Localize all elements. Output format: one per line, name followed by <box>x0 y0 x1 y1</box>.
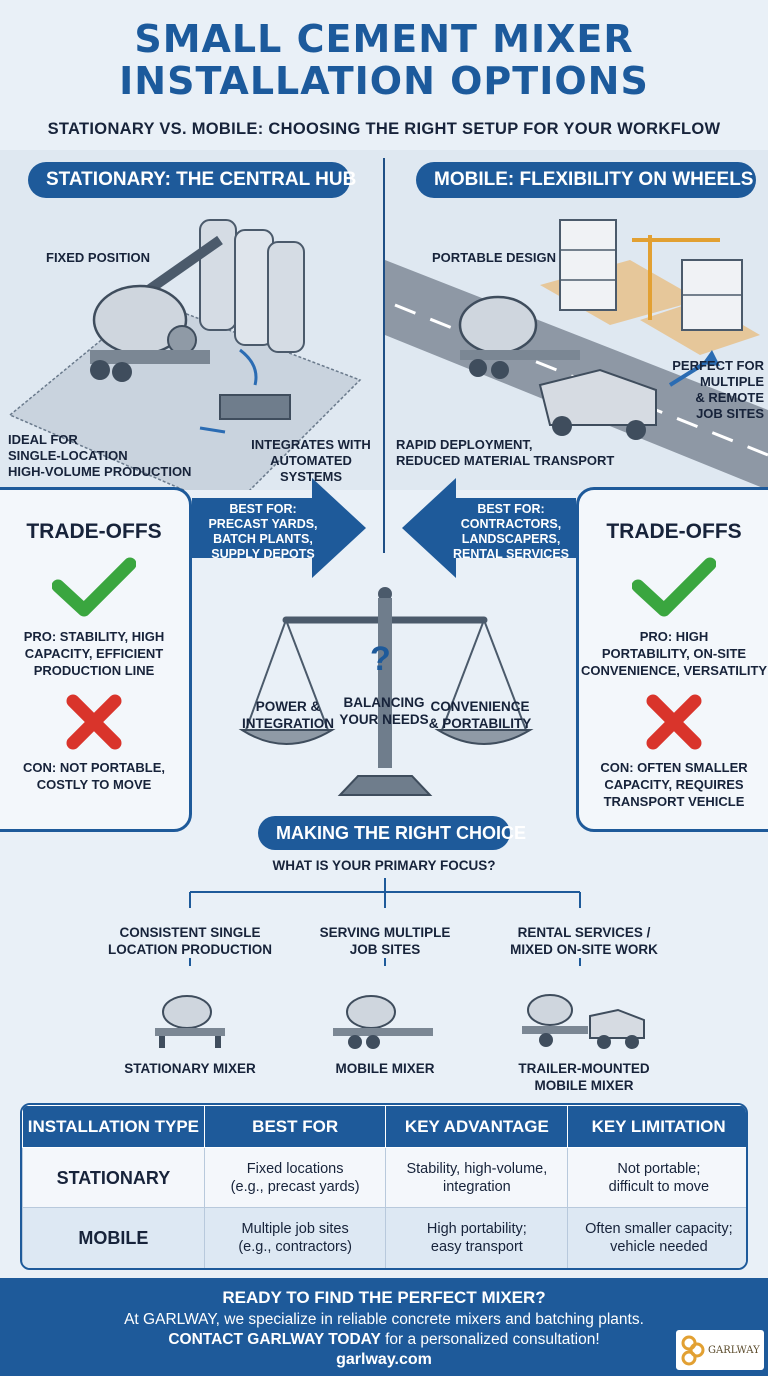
mobile-con: CON: OFTEN SMALLER CAPACITY, REQUIRES TR… <box>600 760 748 809</box>
label-ideal-for: IDEAL FOR SINGLE-LOCATION HIGH-VOLUME PR… <box>8 432 192 479</box>
table-row: STATIONARY Fixed locations (e.g., precas… <box>22 1147 746 1208</box>
building-2 <box>681 259 743 331</box>
stationary-con: CON: NOT PORTABLE, COSTLY TO MOVE <box>22 760 166 792</box>
trailer-mixer-icon <box>522 994 645 1049</box>
mobile-heading: MOBILE: FLEXIBILITY ON WHEELS <box>416 162 756 198</box>
stationary-pro: PRO: STABILITY, HIGH CAPACITY, EFFICIENT… <box>23 629 165 678</box>
label-integrates: INTEGRATES WITH AUTOMATED SYSTEMS <box>251 437 371 484</box>
cross-icon <box>66 694 122 750</box>
arrow-right-icon <box>192 478 366 578</box>
check-icon <box>52 557 136 617</box>
label-rapid-deployment: RAPID DEPLOYMENT, REDUCED MATERIAL TRANS… <box>396 437 615 468</box>
table-header: BEST FOR <box>203 1105 387 1148</box>
table-cell: Stability, high-volume, integration <box>385 1147 568 1208</box>
scale-question-mark: ? <box>370 640 391 678</box>
stationary-tradeoffs-panel: TRADE-OFFS PRO: STABILITY, HIGH CAPACITY… <box>0 487 192 832</box>
choice-option-2-result: MOBILE MIXER <box>335 1061 435 1076</box>
mobile-pro: PRO: HIGH PORTABILITY, ON-SITE CONVENIEN… <box>580 629 768 678</box>
check-icon <box>632 557 716 617</box>
page-title: SMALL CEMENT MIXER INSTALLATION OPTIONS <box>0 18 768 102</box>
building-1 <box>559 219 617 311</box>
footer-cta-bold[interactable]: CONTACT GARLWAY TODAY <box>168 1331 381 1348</box>
choice-question: WHAT IS YOUR PRIMARY FOCUS? <box>272 858 496 873</box>
footer-url[interactable]: garlway.com <box>336 1351 432 1368</box>
table-cell: MOBILE <box>22 1207 205 1268</box>
title-line-2: INSTALLATION OPTIONS <box>119 59 649 103</box>
label-portable-design: PORTABLE DESIGN <box>432 250 556 265</box>
table-cell: STATIONARY <box>22 1147 205 1208</box>
label-fixed-position: FIXED POSITION <box>46 250 151 265</box>
logo-icon <box>681 1335 705 1366</box>
scale-right-label: CONVENIENCE & PORTABILITY <box>428 699 532 731</box>
table-row: MOBILE Multiple job sites (e.g., contrac… <box>22 1207 746 1268</box>
page-subtitle: STATIONARY VS. MOBILE: CHOOSING THE RIGH… <box>47 120 721 138</box>
stationary-mixer-icon <box>155 995 225 1048</box>
logo: GARLWAY <box>676 1330 764 1370</box>
mixer-icon <box>90 284 210 382</box>
choice-option-3-focus: RENTAL SERVICES / MIXED ON-SITE WORK <box>510 925 658 957</box>
choice-option-3-result: TRAILER-MOUNTED MOBILE MIXER <box>518 1061 650 1093</box>
scale-left-label: POWER & INTEGRATION <box>242 699 334 731</box>
stationary-best-for: BEST FOR: PRECAST YARDS, BATCH PLANTS, S… <box>208 502 318 561</box>
table-cell: Often smaller capacity; vehicle needed <box>567 1207 746 1268</box>
cross-icon <box>646 694 702 750</box>
choice-option-1-focus: CONSISTENT SINGLE LOCATION PRODUCTION <box>108 925 272 957</box>
mixer-icon <box>458 295 580 379</box>
footer-cta: CONTACT GARLWAY TODAY for a personalized… <box>0 1331 768 1349</box>
pickup-truck-icon <box>538 368 657 440</box>
footer-headline: READY TO FIND THE PERFECT MIXER? <box>222 1288 546 1307</box>
label-perfect-for: PERFECT FOR MULTIPLE & REMOTE JOB SITES <box>672 358 764 421</box>
comparison-table: INSTALLATION TYPE BEST FOR KEY ADVANTAGE… <box>20 1103 748 1270</box>
mobile-tradeoffs-panel: TRADE-OFFS PRO: HIGH PORTABILITY, ON-SIT… <box>576 487 768 832</box>
footer-line-1: At GARLWAY, we specialize in reliable co… <box>124 1311 644 1328</box>
table-header: KEY ADVANTAGE <box>385 1105 569 1148</box>
choice-heading: MAKING THE RIGHT CHOICE <box>258 816 526 850</box>
stationary-tradeoffs-title: TRADE-OFFS <box>26 520 162 543</box>
table-header: KEY LIMITATION <box>567 1105 746 1148</box>
mobile-best-for: BEST FOR: CONTRACTORS, LANDSCAPERS, RENT… <box>453 502 569 561</box>
footer-banner: READY TO FIND THE PERFECT MIXER? At GARL… <box>0 1278 768 1376</box>
mobile-illustration <box>458 219 743 440</box>
table-header-row: INSTALLATION TYPE BEST FOR KEY ADVANTAGE… <box>22 1105 746 1148</box>
arrow-left-icon <box>402 478 576 578</box>
stationary-plant-illustration <box>90 219 305 434</box>
stationary-heading: STATIONARY: THE CENTRAL HUB <box>28 162 356 198</box>
table-cell: High portability; easy transport <box>385 1207 568 1268</box>
mobile-mixer-icon <box>333 995 433 1049</box>
choice-option-2-focus: SERVING MULTIPLE JOB SITES <box>319 925 451 957</box>
scale-icon <box>238 587 534 796</box>
choice-option-1-result: STATIONARY MIXER <box>124 1061 256 1076</box>
table-cell: Fixed locations (e.g., precast yards) <box>203 1147 386 1208</box>
crane-icon <box>632 235 720 320</box>
decision-tree-lines <box>189 878 581 966</box>
mobile-tradeoffs-title: TRADE-OFFS <box>606 520 742 543</box>
table-cell: Multiple job sites (e.g., contractors) <box>203 1207 386 1268</box>
silo-icon <box>199 219 305 353</box>
table-cell: Not portable; difficult to move <box>567 1147 746 1208</box>
footer-cta-rest: for a personalized consultation! <box>380 1331 600 1348</box>
table-header: INSTALLATION TYPE <box>22 1105 205 1148</box>
scale-center-label: BALANCING YOUR NEEDS <box>339 695 429 727</box>
title-line-1: SMALL CEMENT MIXER <box>134 17 634 61</box>
center-divider <box>383 158 385 553</box>
logo-text: GARLWAY <box>708 1344 760 1356</box>
